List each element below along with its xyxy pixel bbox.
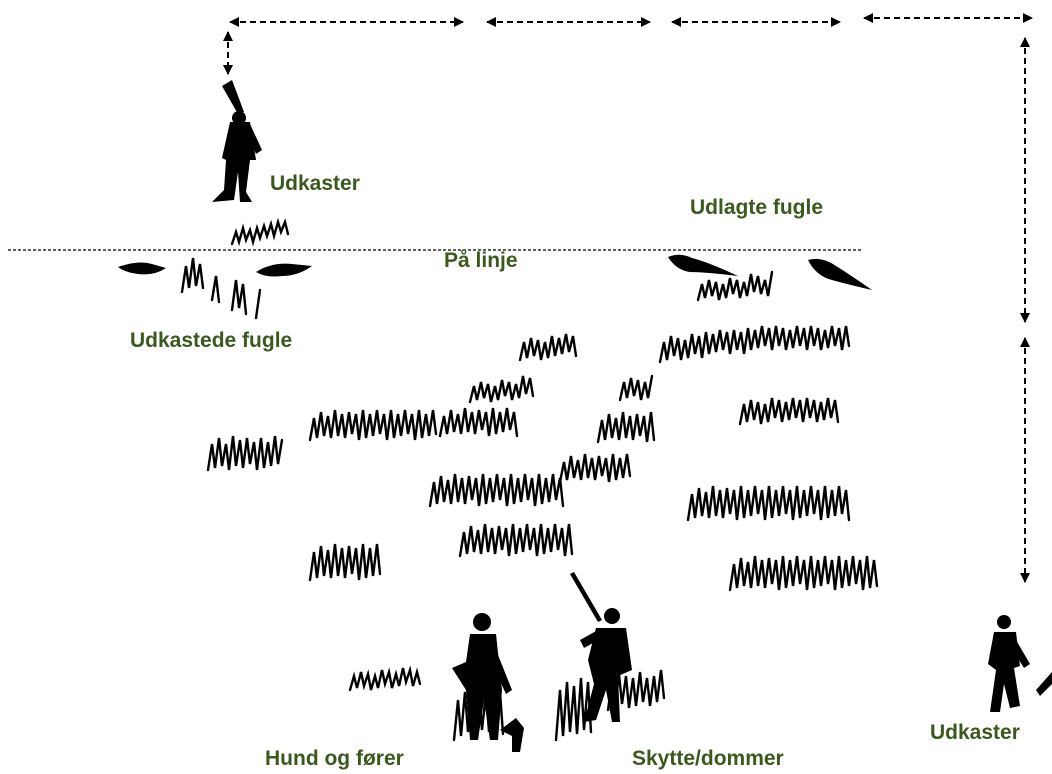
label-shooter-judge: Skytte/dommer <box>632 748 784 769</box>
thrower-walking-figure-icon <box>988 615 1052 712</box>
label-on-line: På linje <box>444 250 518 271</box>
bird-icon <box>808 259 872 290</box>
bird-icon <box>118 263 166 275</box>
top-distance-arrows <box>228 18 1032 74</box>
label-thrown-birds: Udkastede fugle <box>130 330 292 351</box>
label-placed-birds: Udlagte fugle <box>690 197 823 218</box>
label-thrower-bottom: Udkaster <box>930 722 1020 743</box>
label-dog-and-handler: Hund og fører <box>265 748 404 769</box>
grass-tufts <box>182 222 877 740</box>
label-thrower-top: Udkaster <box>270 173 360 194</box>
bird-icon <box>668 255 738 276</box>
bird-icon <box>256 264 312 277</box>
thrower-figure-icon <box>212 80 262 202</box>
